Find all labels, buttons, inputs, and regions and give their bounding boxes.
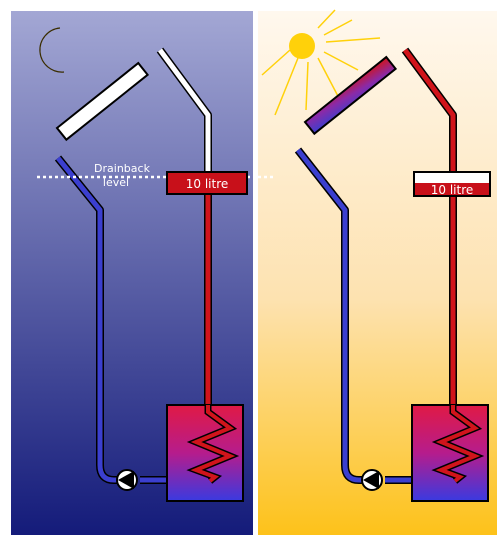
day-hot-pipe xyxy=(401,47,457,405)
pump-icon xyxy=(361,469,383,491)
panel-separator xyxy=(253,11,258,535)
day-drainback-tank: 10 litre xyxy=(413,171,491,197)
drainback-label-line2: level xyxy=(103,176,129,189)
moon-icon xyxy=(39,27,65,73)
night-solar-collector xyxy=(55,61,150,142)
day-solar-collector xyxy=(303,55,398,136)
pump-icon xyxy=(116,469,138,491)
day-panel: 10 litre xyxy=(258,9,497,535)
heat-exchanger-coil-icon xyxy=(186,405,240,484)
day-tank-label: 10 litre xyxy=(431,183,474,197)
night-drainback-tank: 10 litre xyxy=(166,171,248,195)
night-tank-label: 10 litre xyxy=(186,177,229,191)
sun-icon xyxy=(261,9,381,116)
night-hot-pipe xyxy=(156,47,212,405)
night-panel: Drainback level 10 litre xyxy=(11,11,253,535)
day-storage-boiler xyxy=(411,404,489,502)
drainback-label-line1: Drainback xyxy=(94,162,151,175)
night-storage-boiler xyxy=(166,404,244,502)
heat-exchanger-coil-icon xyxy=(431,405,485,484)
